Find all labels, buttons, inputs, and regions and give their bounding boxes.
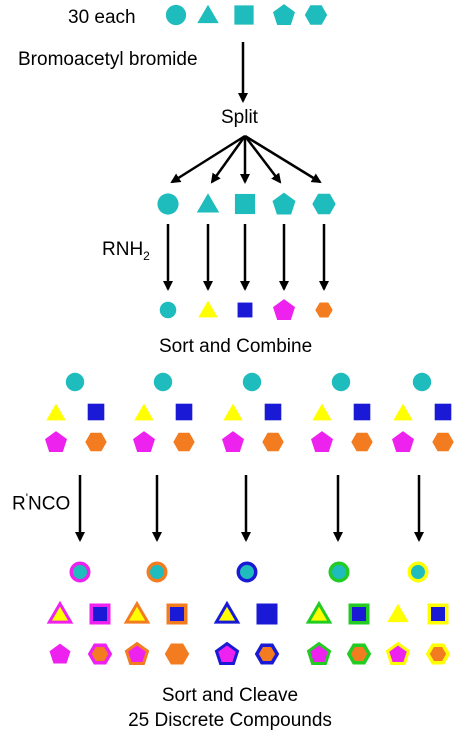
reagent-bromoacetyl-bromide: Bromoacetyl bromide [18, 49, 198, 70]
amine-product-square-shape [237, 302, 253, 318]
pool-1-pentagon [45, 431, 67, 452]
amine-product-pentagon-shape [273, 299, 295, 320]
product-1-circle [69, 561, 91, 583]
pool-4-circle [331, 372, 351, 392]
split-label: Split [221, 107, 258, 128]
pool-5-hexagon [432, 432, 454, 452]
pool-5-circle [412, 372, 432, 392]
product-4-hexagon [346, 643, 372, 665]
amine-product-triangle-shape [198, 300, 218, 318]
pool-2-circle [153, 372, 173, 392]
product-3-triangle [213, 600, 241, 624]
pool-3-circle [242, 372, 262, 392]
product-5-square [427, 603, 449, 625]
product-3-circle [236, 561, 258, 583]
start-label: 30 each [68, 7, 136, 28]
product-1-triangle [46, 600, 74, 624]
split-square-shape [234, 193, 256, 215]
product-5-circle [407, 561, 429, 583]
pool-1-hexagon [85, 432, 107, 452]
product-4-triangle [305, 600, 333, 624]
pool-1-triangle [46, 403, 66, 421]
pool-2-triangle [134, 403, 154, 421]
pool-3-hexagon [262, 432, 284, 452]
reagent-rnco-prime: ' [25, 491, 29, 505]
arrow-split-pentagon [244, 135, 282, 184]
pool-2-square [175, 403, 193, 421]
start-pentagon-shape [273, 4, 295, 25]
product-1-hexagon [87, 643, 113, 665]
product-1-square [89, 603, 111, 625]
arrow-split-triangle [210, 135, 247, 184]
split-hexagon-shape [312, 193, 336, 215]
pool-4-square [353, 403, 371, 421]
sort-combine-label: Sort and Combine [159, 336, 313, 357]
product-2-pentagon [124, 641, 150, 665]
start-hexagon-shape [304, 5, 328, 25]
product-3-hexagon [254, 643, 280, 665]
split-triangle-shape [196, 193, 220, 213]
pool-4-hexagon [351, 432, 373, 452]
split-pentagon-shape [272, 192, 296, 215]
product-2-hexagon [164, 643, 190, 665]
sort-cleave-label: Sort and Cleave [161, 685, 299, 706]
pool-2-hexagon [173, 432, 195, 452]
product-2-circle [146, 561, 168, 583]
product-3-pentagon [214, 641, 240, 665]
reagent-rnh2-subscript: 2 [143, 248, 150, 263]
product-4-circle [328, 561, 350, 583]
product-2-square [166, 603, 188, 625]
reagent-rnco-r: R [12, 493, 26, 515]
product-1-pentagon [49, 643, 71, 664]
arrow-split-circle [170, 134, 246, 184]
product-5-hexagon [425, 643, 451, 665]
pool-5-triangle [393, 403, 413, 421]
pool-4-pentagon [311, 431, 333, 452]
reagent-rnco: R'NCO [12, 492, 70, 513]
reagent-rnh2: RNH2 [102, 240, 150, 262]
start-circle-shape [165, 4, 187, 26]
amine-product-circle-shape [159, 301, 177, 319]
start-square-shape [234, 5, 254, 25]
product-5-pentagon [385, 641, 411, 665]
split-circle-shape [157, 193, 179, 215]
reagent-rnco-nco: NCO [28, 493, 71, 515]
product-2-triangle [123, 600, 151, 624]
product-4-square [348, 603, 370, 625]
pool-2-pentagon [133, 431, 155, 452]
discrete-compounds-label: 25 Discrete Compounds [128, 710, 332, 731]
pool-5-pentagon [392, 431, 414, 452]
pool-1-square [87, 403, 105, 421]
product-4-pentagon [306, 641, 332, 665]
product-3-square [256, 603, 278, 625]
arrow-split-hexagon [244, 134, 322, 184]
pool-3-triangle [223, 403, 243, 421]
pool-4-triangle [312, 403, 332, 421]
amine-product-hexagon-shape [315, 302, 333, 318]
pool-3-square [264, 403, 282, 421]
pool-5-square [434, 403, 452, 421]
pool-3-pentagon [222, 431, 244, 452]
product-5-triangle [387, 603, 409, 623]
pool-1-circle [65, 372, 85, 392]
reagent-rnh2-main: RNH [102, 239, 144, 260]
start-triangle-shape [197, 4, 219, 24]
